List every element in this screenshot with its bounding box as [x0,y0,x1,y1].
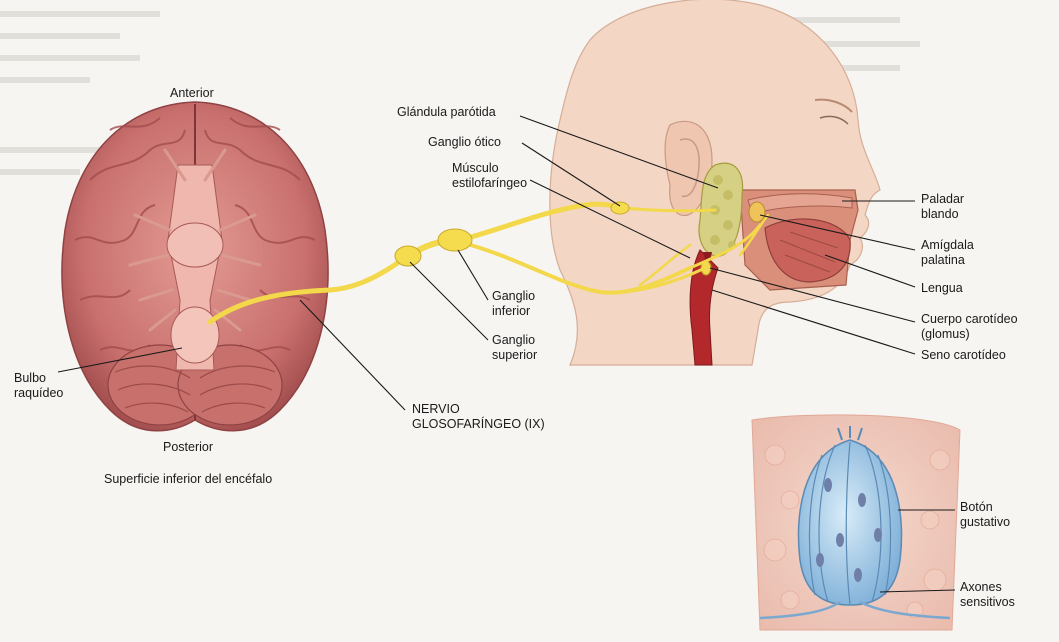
label-musculo-line1: Músculo [452,161,499,175]
label-ganglio-inferior-line1: Ganglio [492,289,536,303]
label-lengua: Lengua [921,281,963,295]
label-anterior: Anterior [170,86,214,100]
label-cuerpo-line2: (glomus) [921,327,970,341]
palatine-tonsil [748,201,766,223]
sensory-axons [759,600,951,620]
leader-seno [711,289,916,355]
leader-musculo [529,179,691,259]
leader-nervio [299,299,406,411]
label-axones-sensitivos: Axones sensitivos [960,580,1015,610]
label-musculo-line2: estilofaríngeo [452,176,528,190]
ganglion-inferior [437,228,473,252]
label-bulbo-line2: raquídeo [14,386,64,400]
label-axones-line2: sensitivos [960,595,1015,609]
label-brain-caption: Superficie inferior del encéfalo [104,472,273,486]
ganglion-superior [394,245,422,267]
head-profile [549,0,881,366]
label-cuerpo-line1: Cuerpo carotídeo [921,312,1018,326]
oral-cavity [739,189,859,291]
brainstem [128,148,262,371]
label-ganglio-inferior-line2: inferior [492,304,531,318]
label-nervio-glosofaringeo: NERVIO GLOSOFARÍNGEO (IX) [412,402,545,432]
label-posterior: Posterior [163,440,214,454]
leader-axones [879,589,956,593]
taste-bud-inset [751,414,961,631]
leader-lengua [824,254,916,288]
brain-inferior-view [61,101,329,432]
label-boton-line1: Botón [960,500,993,514]
leader-ganglio-otico [521,142,621,207]
leader-lines [57,115,956,593]
label-bulbo-raquideo: Bulbo raquídeo [14,371,63,401]
leader-glandula [519,115,719,189]
soft-palate [747,193,853,215]
label-seno-carotideo: Seno carotídeo [921,348,1006,362]
label-ganglio-superior-line2: superior [492,348,538,362]
label-glandula-parotida: Glándula parótida [397,105,496,119]
leader-ganglio-superior [409,261,489,341]
label-amigdala-palatina: Amígdala palatina [921,238,974,268]
label-ganglio-otico: Ganglio ótico [428,135,501,149]
label-amigdala-line2: palatina [921,253,965,267]
leader-cuerpo [709,267,916,323]
label-paladar-blando: Paladar blando [921,192,964,222]
label-amigdala-line1: Amígdala [921,238,974,252]
label-nervio-line1: NERVIO [412,402,460,416]
label-paladar-line1: Paladar [921,192,965,206]
parotid-gland [698,162,744,257]
label-cuerpo-carotideo: Cuerpo carotídeo (glomus) [921,312,1018,342]
label-musculo-estilofaringeo: Músculo estilofaríngeo [452,161,527,191]
label-nervio-line2: GLOSOFARÍNGEO (IX) [412,417,545,431]
label-boton-gustativo: Botón gustativo [960,500,1010,530]
label-ganglio-inferior: Ganglio inferior [492,289,535,319]
label-ganglio-superior: Ganglio superior [492,333,537,363]
label-bulbo-line1: Bulbo [14,371,46,385]
carotid-artery [689,249,719,366]
leader-ganglio-inferior [457,249,489,301]
leader-amigdala [759,214,916,251]
label-axones-line1: Axones [960,580,1002,594]
ganglia [394,201,630,267]
leader-bulbo [57,347,183,373]
ear [664,120,713,216]
label-ganglio-superior-line1: Ganglio [492,333,536,347]
label-boton-line2: gustativo [960,515,1011,529]
label-paladar-line2: blando [921,207,959,221]
otic-ganglion [610,201,630,215]
